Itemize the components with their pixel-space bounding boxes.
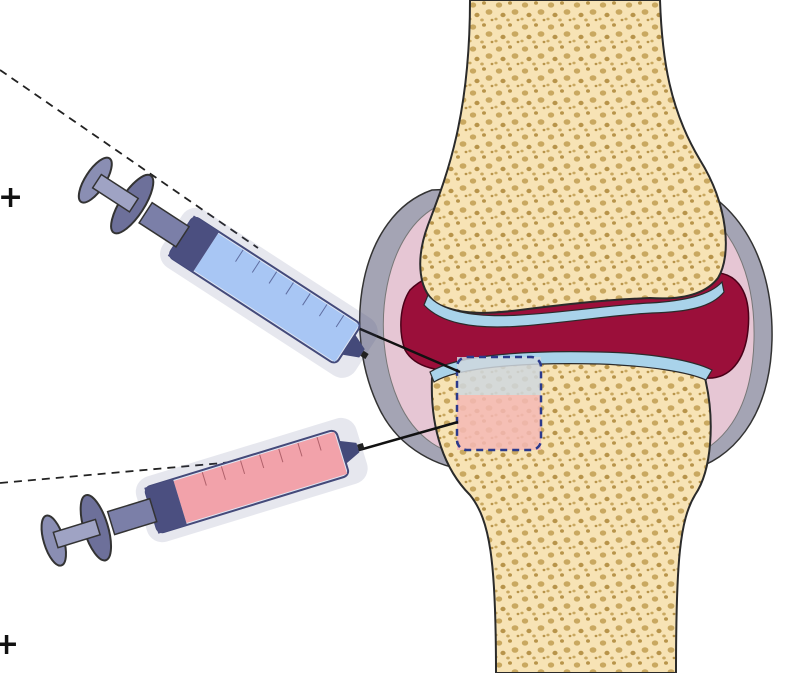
- injection-site-selection[interactable]: [457, 357, 541, 450]
- syringe-icon: [68, 146, 385, 385]
- plus-sign-bottom: +: [0, 630, 19, 660]
- syringe-icon: [34, 413, 373, 576]
- upper-bone: [420, 0, 726, 313]
- plus-sign-top: +: [0, 183, 23, 213]
